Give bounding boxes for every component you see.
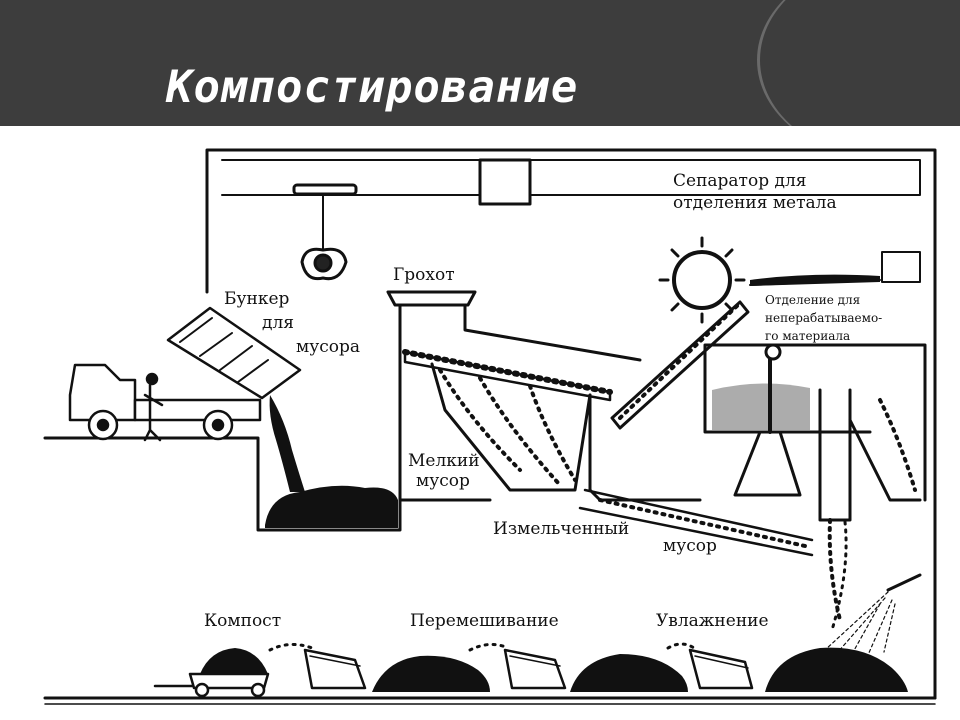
separation-stand [733,430,802,497]
compost-pile [200,648,268,674]
separation-funnel [818,388,922,522]
fine-fall-2 [478,376,562,487]
grohot-hopper [386,290,477,307]
scatter-mix-2 [666,642,696,650]
label-fine-1: Мелкий [408,451,480,471]
title-bar: Компостирование [0,0,960,126]
moist-pile [765,647,908,692]
label-grohot: Грохот [393,265,455,285]
falling-waste [269,395,305,492]
mixer-loader-3 [688,648,754,690]
drop-stream-1 [827,518,842,622]
label-separator-2: отделения метала [673,193,837,213]
drop-stream-2 [830,520,848,632]
fine-funnel [430,362,592,492]
mixer-loader-2 [503,648,567,690]
label-bunker-3: мусора [296,337,360,357]
label-separation-1: Отделение для [765,293,860,307]
building-frame [205,148,937,700]
label-separation-3: го материала [765,329,850,343]
ground-truck [43,436,260,504]
label-compost: Компост [204,611,281,631]
mixing-pile-2 [570,654,688,692]
label-bunker-1: Бункер [224,289,290,309]
chute-support [588,393,702,502]
crane-rail [221,159,921,196]
label-crushed-2: мусор [663,536,717,556]
label-mixing: Перемешивание [410,611,559,631]
compost-cart [153,672,270,698]
scatter-compost [268,643,314,652]
sprinkler-spray [824,591,896,656]
crane-trolley [292,183,358,196]
page-title: Компостирование [166,62,579,113]
dump-truck [68,306,302,442]
sprinkler-pipe [886,573,922,592]
screen-stream [402,349,613,395]
mixer-loader-1 [303,648,367,690]
upper-box [881,251,921,283]
upper-waste [750,274,880,286]
separator-magnet [672,250,732,310]
mixing-pile-1 [372,655,490,692]
grohot-body [398,303,642,502]
bunker-waste [265,485,398,528]
incline-conveyor [610,300,750,430]
label-separation-2: неперабатываемо- [765,311,882,325]
crushed-chute [578,488,814,557]
composting-diagram: Сепаратор для отделения метала Грохот Бу… [43,148,937,705]
label-separator-1: Сепаратор для [673,171,806,191]
fine-fall-3 [528,384,577,482]
scatter-mix-1 [468,643,510,652]
decorative-swoosh [757,0,960,126]
label-crushed-1: Измельченный [493,519,629,539]
fine-stream-right [878,398,917,492]
rail-box [478,158,532,206]
fine-fall-1 [438,368,522,472]
magnet-teeth [658,236,746,324]
crushed-stream [598,498,807,548]
label-moistening: Увлажнение [656,611,769,631]
separation-box [703,343,927,502]
separated-waste [712,383,810,430]
label-fine-2: мусор [416,471,470,491]
label-bunker-2: для [262,313,294,333]
conveyor-stream [618,303,740,420]
